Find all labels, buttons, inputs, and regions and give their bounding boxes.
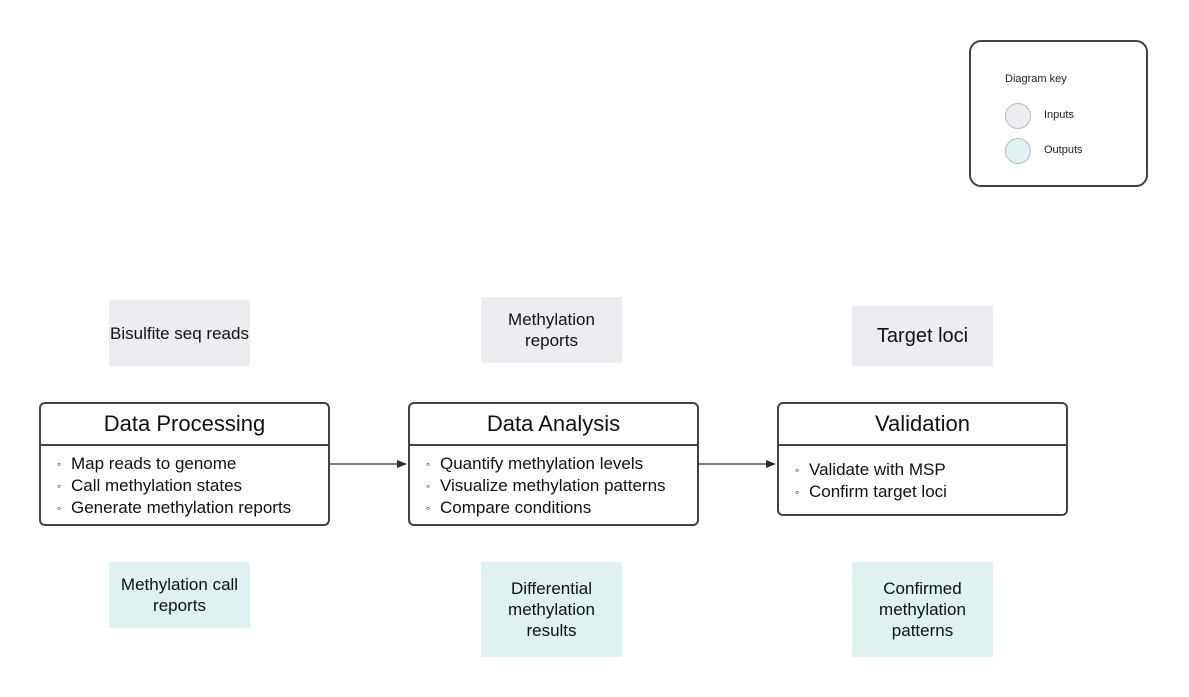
step-item: ◦Validate with MSP — [795, 460, 946, 479]
inputs-swatch — [1005, 103, 1031, 129]
bullet-icon: ◦ — [795, 485, 800, 499]
step-item: ◦Generate methylation reports — [57, 498, 292, 517]
outputs-swatch — [1005, 138, 1031, 164]
bullet-icon: ◦ — [57, 457, 62, 471]
step-item: ◦Confirm target loci — [795, 482, 947, 501]
bullet-icon: ◦ — [426, 501, 431, 515]
step-item: ◦Quantify methylation levels — [426, 454, 644, 473]
process-title: Validation — [779, 404, 1066, 446]
process-data-analysis: Data Analysis ◦Quantify methylation leve… — [408, 402, 699, 526]
process-title: Data Analysis — [410, 404, 697, 446]
step-item: ◦Map reads to genome — [57, 454, 237, 473]
step-list: ◦Validate with MSP ◦Confirm target loci — [795, 459, 1058, 503]
step-list: ◦Quantify methylation levels ◦Visualize … — [426, 453, 689, 519]
output-note-confirmed-patterns: Confirmed methylation patterns — [852, 562, 993, 657]
step-item: ◦Call methylation states — [57, 476, 243, 495]
legend-label-inputs: Inputs — [1044, 109, 1074, 121]
legend-label-outputs: Outputs — [1044, 144, 1083, 156]
bullet-icon: ◦ — [426, 479, 431, 493]
diagram-key: Diagram key Inputs Outputs — [969, 40, 1148, 187]
process-validation: Validation ◦Validate with MSP ◦Confirm t… — [777, 402, 1068, 516]
bullet-icon: ◦ — [57, 501, 62, 515]
step-list: ◦Map reads to genome ◦Call methylation s… — [57, 453, 320, 519]
input-note-methylation-reports: Methylation reports — [481, 297, 622, 363]
step-item: ◦Visualize methylation patterns — [426, 476, 666, 495]
input-note-bisulfite-reads: Bisulfite seq reads — [109, 300, 250, 366]
process-title: Data Processing — [41, 404, 328, 446]
bullet-icon: ◦ — [795, 463, 800, 477]
step-item: ◦Compare conditions — [426, 498, 592, 517]
process-data-processing: Data Processing ◦Map reads to genome ◦Ca… — [39, 402, 330, 526]
input-note-target-loci: Target loci — [852, 306, 993, 366]
legend-title: Diagram key — [1005, 73, 1067, 85]
bullet-icon: ◦ — [426, 457, 431, 471]
output-note-call-reports: Methylation call reports — [109, 562, 250, 628]
output-note-differential-results: Differential methylation results — [481, 562, 622, 657]
bullet-icon: ◦ — [57, 479, 62, 493]
